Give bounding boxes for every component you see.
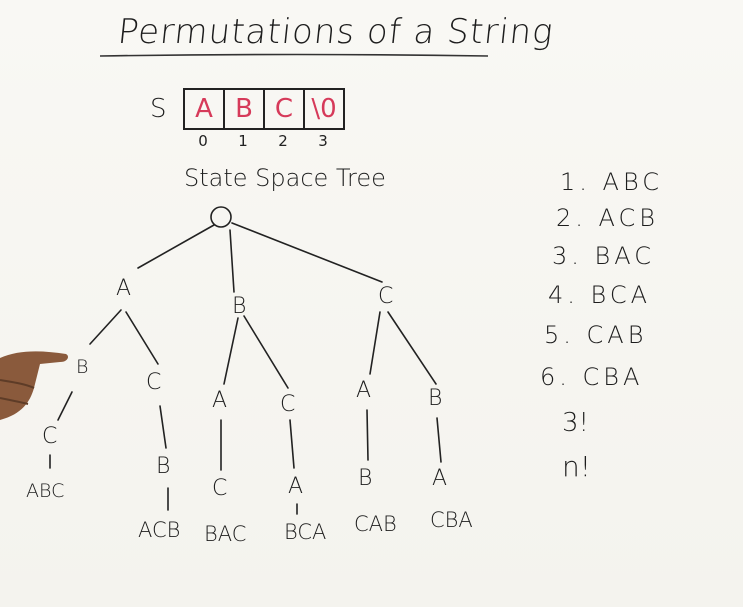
- edge: [243, 315, 289, 389]
- index-label: 0: [198, 132, 208, 150]
- tree-node: A: [212, 388, 228, 413]
- index-label: 3: [318, 132, 328, 150]
- tree-leaf: CAB: [354, 512, 397, 536]
- tree-leaf: ABC: [26, 480, 65, 502]
- permutation-item: 3. BAC: [552, 242, 655, 270]
- tree-node: A: [116, 276, 132, 301]
- tree-node: B: [232, 294, 247, 319]
- tree-leaf: ACB: [138, 518, 181, 542]
- tree-node: C: [378, 284, 394, 309]
- tree-title: State Space Tree: [184, 164, 386, 192]
- edge: [125, 311, 159, 365]
- string-label: S: [150, 94, 167, 124]
- tree-node: C: [146, 370, 162, 395]
- string-cell: B: [225, 90, 265, 128]
- permutation-item: 6. CBA: [540, 363, 644, 391]
- tree-node: A: [432, 466, 448, 491]
- tree-node: C: [42, 424, 58, 449]
- tree-leaf: BAC: [204, 522, 247, 546]
- tree-node: A: [356, 378, 372, 403]
- string-array: A B C \0: [183, 88, 345, 130]
- edge: [387, 311, 437, 385]
- tree-node: B: [358, 466, 373, 491]
- factorial-count: 3!: [562, 408, 589, 438]
- tree-leaf: CBA: [430, 508, 473, 532]
- index-label: 1: [238, 132, 248, 150]
- permutation-item: 5. CAB: [544, 321, 648, 349]
- edge: [159, 405, 167, 449]
- tree-leaf: BCA: [284, 520, 327, 544]
- permutation-item: 1. ABC: [560, 168, 663, 196]
- edge: [89, 309, 122, 345]
- tree-node: C: [212, 476, 228, 501]
- tree-node: B: [156, 454, 171, 479]
- edge: [366, 409, 369, 461]
- tree-root-node: [210, 206, 232, 228]
- index-row: 0 1 2 3: [183, 132, 343, 150]
- edge: [57, 391, 73, 421]
- tree-node: B: [76, 356, 89, 378]
- edge: [229, 229, 235, 293]
- edge: [289, 419, 295, 469]
- permutation-item: 2. ACB: [556, 204, 659, 232]
- edge: [231, 222, 383, 283]
- index-label: 2: [278, 132, 288, 150]
- edge: [223, 317, 239, 385]
- edge: [369, 311, 381, 375]
- pointing-hand-image: [0, 351, 68, 420]
- tree-node: C: [280, 392, 296, 417]
- factorial-general: n!: [562, 450, 591, 483]
- tree-node: A: [288, 474, 304, 499]
- tree-node: B: [428, 386, 443, 411]
- edge: [137, 224, 215, 269]
- string-cell: A: [185, 90, 225, 128]
- permutation-item: 4. BCA: [548, 281, 651, 309]
- edge: [436, 417, 442, 463]
- string-cell: \0: [311, 94, 337, 124]
- string-cell: C: [265, 90, 305, 128]
